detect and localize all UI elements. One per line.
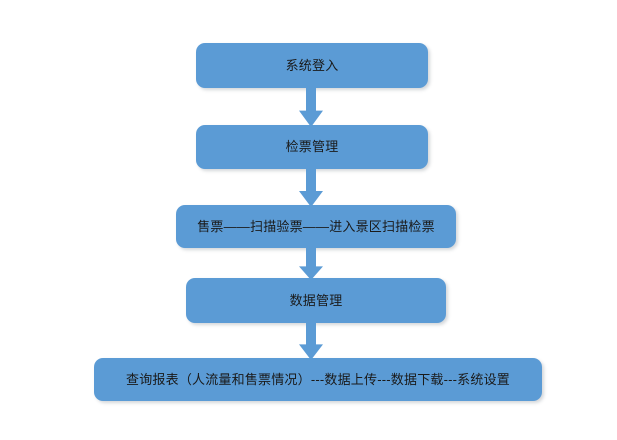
flow-arrow-check-to-flow: [299, 167, 323, 207]
flow-arrow-flow-to-data: [299, 246, 323, 280]
flow-node-ticket-flow-label: 售票——扫描验票——进入景区扫描检票: [197, 218, 435, 234]
flow-node-login[interactable]: 系统登入: [196, 43, 428, 88]
down-arrow-icon: [299, 86, 323, 127]
flow-node-ticket-check-mgmt[interactable]: 检票管理: [196, 125, 428, 169]
flow-arrow-data-to-reports: [299, 321, 323, 360]
flow-arrow-login-to-check: [299, 86, 323, 127]
flow-node-reports-label: 查询报表（人流量和售票情况）---数据上传---数据下载---系统设置: [126, 371, 510, 387]
flow-node-ticket-check-mgmt-label: 检票管理: [285, 139, 339, 155]
down-arrow-icon: [299, 167, 323, 207]
down-arrow-icon: [299, 321, 323, 360]
down-arrow-icon: [299, 246, 323, 280]
flow-node-reports[interactable]: 查询报表（人流量和售票情况）---数据上传---数据下载---系统设置: [94, 358, 542, 401]
flow-node-data-mgmt-label: 数据管理: [289, 292, 343, 308]
flow-node-data-mgmt[interactable]: 数据管理: [186, 278, 446, 323]
flow-node-login-label: 系统登入: [285, 57, 339, 73]
flow-node-ticket-flow[interactable]: 售票——扫描验票——进入景区扫描检票: [176, 205, 456, 248]
